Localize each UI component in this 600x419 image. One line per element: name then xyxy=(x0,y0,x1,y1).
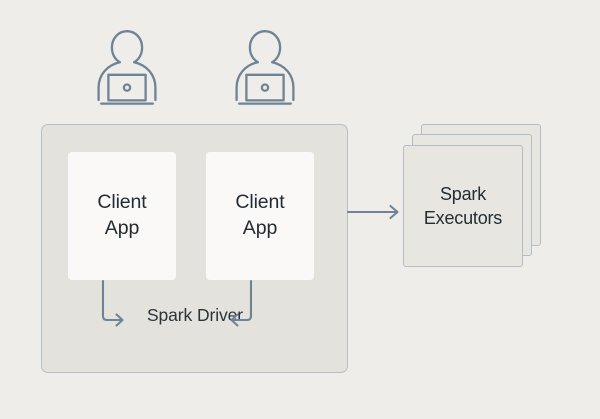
person-with-laptop-icon xyxy=(228,28,302,110)
client-app-label-line1: Client xyxy=(235,191,285,214)
client-app-label-line2: App xyxy=(104,217,140,239)
client-app-card[interactable]: Client App xyxy=(206,152,314,280)
client-app-card[interactable]: Client App xyxy=(68,152,176,280)
spark-executors-card[interactable]: Spark Executors xyxy=(403,145,523,267)
client-app-label-line1: Client xyxy=(97,191,147,214)
spark-executors-label-line2: Executors xyxy=(423,208,503,228)
spark-driver-label: Spark Driver xyxy=(146,305,244,325)
spark-executors-label-line1: Spark xyxy=(439,183,487,204)
client-app-label-line2: App xyxy=(242,217,278,239)
arrow-driver-to-executors xyxy=(346,204,399,220)
person-with-laptop-icon xyxy=(90,28,164,110)
